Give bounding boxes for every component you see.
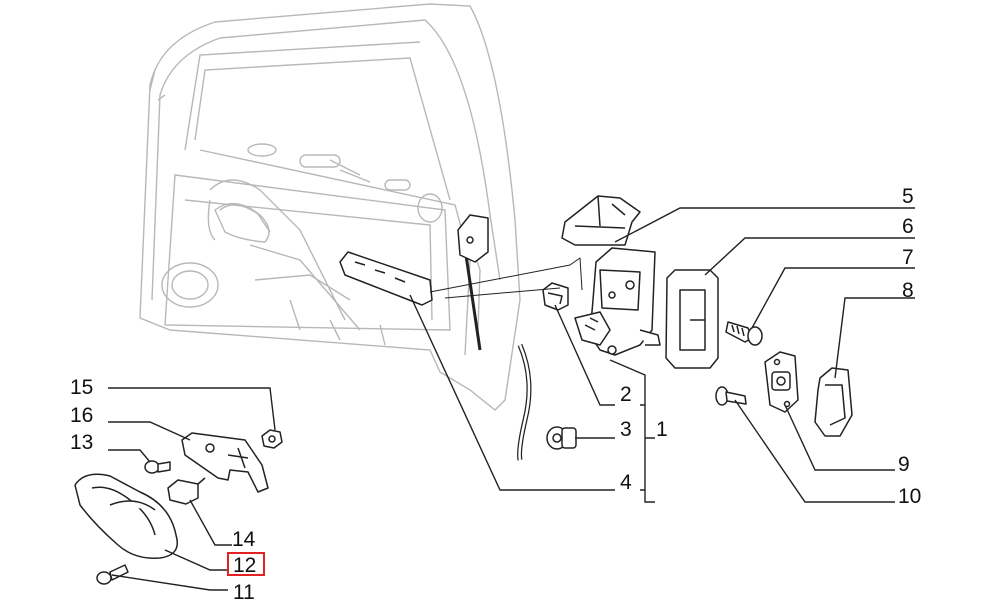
callout-5: 5 [902,185,914,208]
part-6-gasket [665,269,719,369]
callout-1: 1 [656,418,668,441]
leader-1-bracket [609,359,655,503]
part-8-plate [814,367,853,437]
leader-lines [108,207,915,591]
callout-highlight-box [227,552,265,576]
leader-11 [111,574,228,591]
callout-14: 14 [232,528,256,551]
part-13-screw [144,460,171,474]
part-2-bracket [542,282,569,311]
callout-9: 9 [898,453,910,476]
callout-13: 13 [70,431,94,454]
callout-6: 6 [902,215,914,238]
part-7-screw [725,321,763,346]
leader-10 [734,399,895,503]
callout-16: 16 [70,404,94,427]
part-11-screw [96,564,129,585]
leader-12 [164,549,228,571]
rod [464,254,532,461]
callout-7: 7 [902,246,914,269]
callout-3: 3 [620,418,632,441]
callout-4: 4 [620,471,632,494]
part-12-handle [74,473,178,559]
leader-8 [834,297,915,379]
inner-latch [457,214,489,263]
callout-10: 10 [898,485,922,508]
leader-2 [554,304,615,406]
part-5-cover [561,195,641,246]
part-16-bracket [181,432,269,493]
callout-11: 11 [233,581,255,600]
callout-2: 2 [620,383,632,406]
part-4-bracket [339,251,433,306]
part-3-grommet [546,426,577,450]
connection-lines [429,257,583,299]
part-1-lock-body [574,247,661,356]
leader-9 [784,404,895,471]
leader-13 [108,449,151,463]
parts [74,195,853,585]
part-15-nut [261,429,283,449]
leader-6 [704,237,915,276]
callout-12: 12 [233,554,257,577]
part-9-striker [764,351,799,413]
leader-16 [108,421,191,441]
part-10-screw [715,386,747,406]
leader-15 [108,387,276,431]
door-inner-handle-ghost [219,204,271,233]
callout-15: 15 [70,376,94,399]
part-14-clip [167,477,206,505]
callout-8: 8 [902,279,914,302]
leader-5 [614,207,915,243]
leader-4 [409,294,615,491]
door-frame-outline [139,3,521,411]
leader-7 [751,267,915,329]
leader-14 [189,499,232,546]
